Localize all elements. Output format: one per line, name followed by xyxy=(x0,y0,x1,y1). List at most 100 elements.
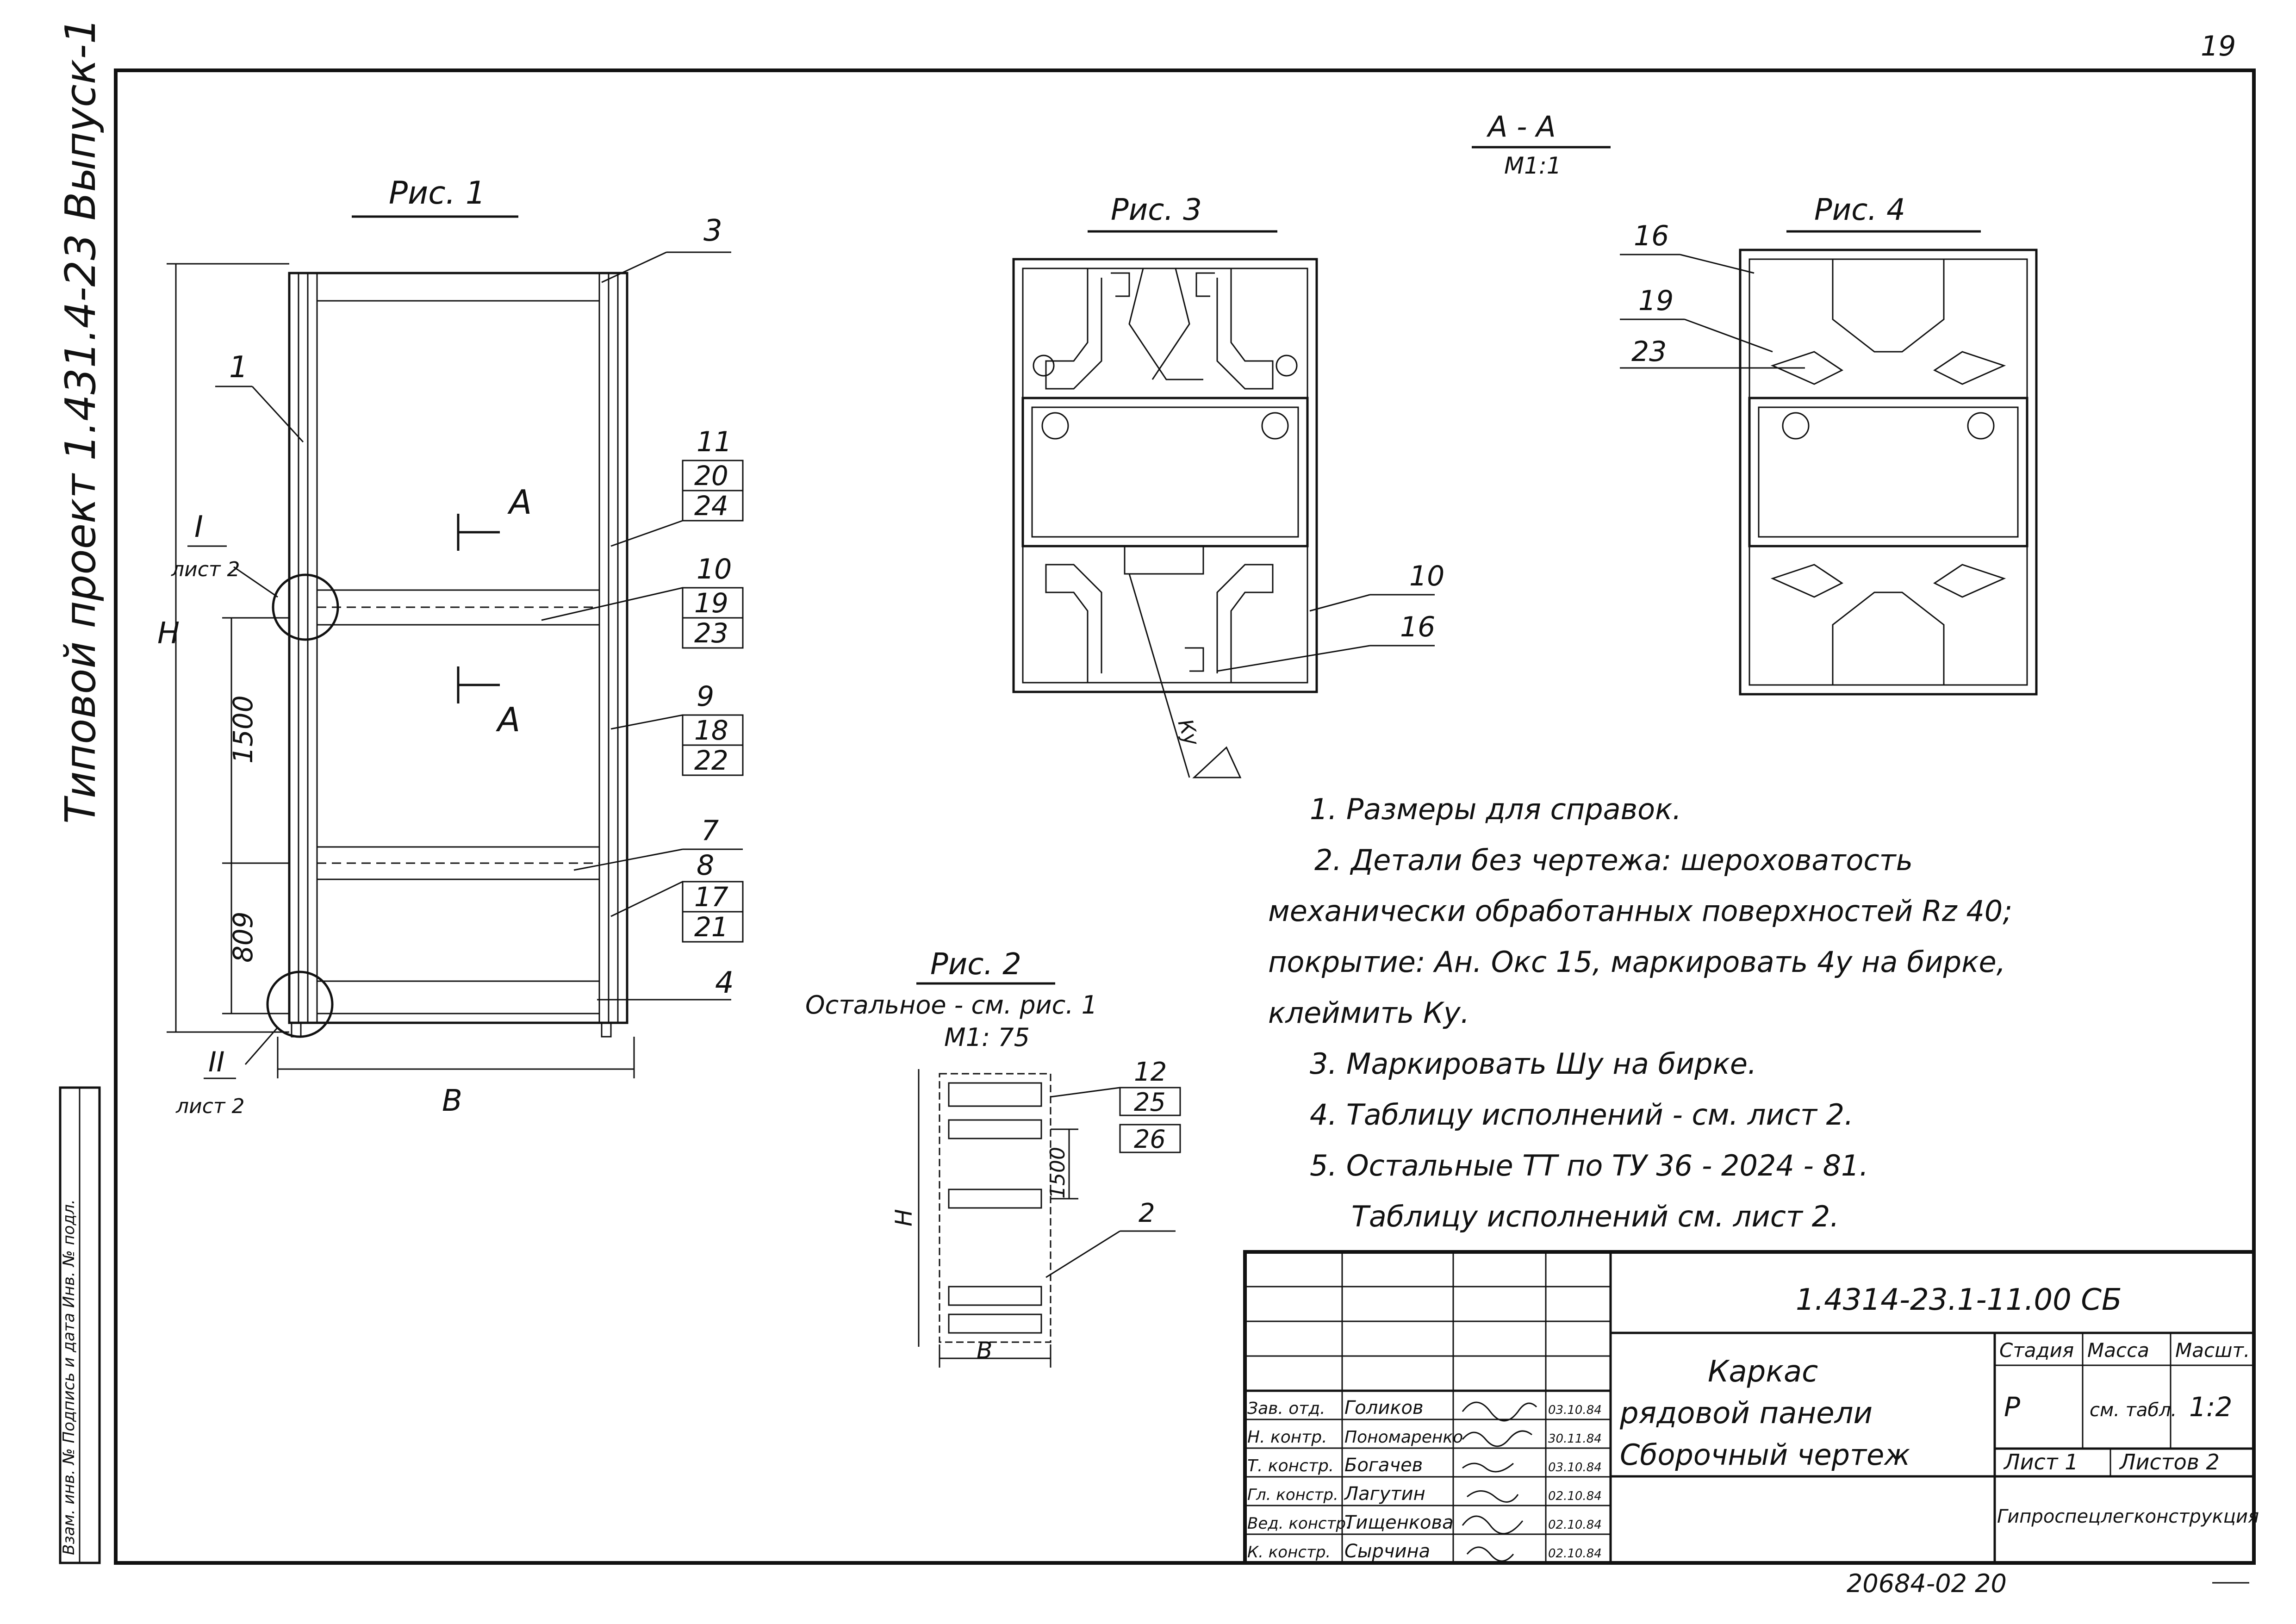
note-2-cont-1: механически обработанных поверхностей Rz… xyxy=(1268,894,2012,928)
note-2-cont-2: покрытие: Ан. Окс 15, маркировать 4у на … xyxy=(1268,945,2005,979)
fig2-callout-26: 26 xyxy=(1134,1125,1166,1154)
fig1-callout-group-9: 9 18 22 xyxy=(610,680,744,776)
sig-date: 03.10.84 xyxy=(1548,1461,1602,1475)
sig-date: 30.11.84 xyxy=(1548,1432,1602,1446)
note-5-cont: Таблицу исполнений см. лист 2. xyxy=(1351,1200,1839,1233)
signature-mark xyxy=(1467,1490,1519,1503)
fig1-dim-B: B xyxy=(442,1084,462,1118)
fig2-callout-25: 25 xyxy=(1134,1088,1166,1117)
sig-name: Богачев xyxy=(1344,1455,1423,1476)
callout-10: 10 xyxy=(697,553,732,585)
sig-date: 03.10.84 xyxy=(1548,1403,1602,1417)
fig2-scale: M1: 75 xyxy=(944,1023,1030,1052)
fig2-callout-2: 2 xyxy=(1139,1198,1155,1228)
callout-19: 19 xyxy=(694,587,728,619)
organization: Гипроспецлегконструкция xyxy=(1997,1506,2259,1527)
footer-code: 20684-02 20 xyxy=(1847,1569,2007,1598)
note-4: 4. Таблицу исполнений - см. лист 2. xyxy=(1310,1098,1854,1132)
callout-18: 18 xyxy=(694,715,728,746)
fig1-left-stile xyxy=(288,272,318,1024)
signature-row: К. констр. Сырчина 02.10.84 xyxy=(1247,1541,1602,1562)
sig-name: Пономаренко xyxy=(1344,1428,1463,1447)
fig1-view-I-sheet: лист 2 xyxy=(171,558,240,581)
callout-24: 24 xyxy=(694,490,728,522)
fig1-view-I-circle xyxy=(272,573,339,641)
sig-date: 02.10.84 xyxy=(1548,1518,1602,1532)
note-2-cont-3: клеймить Ку. xyxy=(1268,996,1469,1030)
fig1-callout-group-10: 10 19 23 xyxy=(541,553,744,649)
doc-code: 1.4314-23.1-11.00 СБ xyxy=(1796,1283,2122,1317)
fig4-callout-19: 19 xyxy=(1638,285,1674,317)
section-scale: M1:1 xyxy=(1504,152,1562,179)
callout-21: 21 xyxy=(694,911,728,943)
fig1-caption: Рис. 1 xyxy=(389,175,485,212)
fig2-caption: Рис. 2 xyxy=(930,947,1021,982)
section-label: A - A M1:1 xyxy=(1472,110,1611,179)
fig3-callout-16: 16 xyxy=(1400,611,1435,643)
sheet-number: Лист 1 xyxy=(2003,1450,2078,1475)
note-5: 5. Остальные ТТ по ТУ 36 - 2024 - 81. xyxy=(1310,1149,1868,1182)
callout-9: 9 xyxy=(697,680,714,713)
fig3-caption: Рис. 3 xyxy=(1111,193,1202,227)
title-line-3: Сборочный чертеж xyxy=(1620,1438,1910,1472)
sig-role: Зав. отд. xyxy=(1247,1399,1325,1418)
sig-name: Тищенкова xyxy=(1344,1512,1454,1533)
figure-1: Рис. 1 H 1500 xyxy=(157,175,744,1118)
title-line-2: рядовой панели xyxy=(1619,1396,1873,1431)
note-1: 1. Размеры для справок. xyxy=(1310,792,1681,826)
scale-header: Масшт. xyxy=(2175,1339,2250,1362)
side-stamp: Взам. инв. № Подпись и дата Инв. № подл. xyxy=(59,1086,101,1564)
sig-name: Лагутин xyxy=(1344,1483,1425,1505)
callout-17: 17 xyxy=(694,881,728,913)
fig1-dim-1500: 1500 xyxy=(227,695,259,764)
fig1-view-II-sheet: лист 2 xyxy=(175,1095,245,1118)
callout-22: 22 xyxy=(694,745,728,776)
title-line-1: Каркас xyxy=(1708,1355,1818,1389)
side-title: Типовой проект 1.431.4-23 Выпуск-1 xyxy=(56,18,105,824)
fig1-frame xyxy=(288,272,628,1024)
callout-7: 7 xyxy=(701,815,719,847)
signature-row: Зав. отд. Голиков 03.10.84 xyxy=(1247,1397,1602,1419)
fig2-callout-12: 12 xyxy=(1134,1057,1167,1087)
callout-23: 23 xyxy=(694,617,728,649)
fig4-caption: Рис. 4 xyxy=(1814,193,1905,227)
fig1-top-rail xyxy=(316,272,600,302)
figure-3: Рис. 3 Ку 10 16 xyxy=(1012,193,1444,778)
sig-role: Т. констр. xyxy=(1247,1456,1334,1475)
fig2-subcaption: Остальное - см. рис. 1 xyxy=(805,990,1097,1020)
fig1-callout-4: 4 xyxy=(715,966,734,1000)
sig-role: Гл. констр. xyxy=(1247,1486,1338,1504)
sig-date: 02.10.84 xyxy=(1548,1547,1602,1561)
fig1-callout-1: 1 xyxy=(229,350,248,385)
fig4-callout-16: 16 xyxy=(1634,220,1669,252)
signature-mark xyxy=(1462,1401,1537,1422)
sheet-count: Листов 2 xyxy=(2119,1450,2220,1475)
stage-value: Р xyxy=(2004,1391,2020,1423)
fig1-callout-group-7: 7 xyxy=(573,815,743,871)
note-3: 3. Маркировать Шу на бирке. xyxy=(1310,1047,1757,1081)
sig-role: Н. контр. xyxy=(1247,1428,1327,1447)
fig1-cut-label-bottom: A xyxy=(496,700,520,739)
signature-mark xyxy=(1466,1546,1514,1562)
fig1-view-II: II xyxy=(208,1046,224,1078)
stage-header: Стадия xyxy=(1999,1339,2074,1362)
fig1-right-stile xyxy=(598,272,628,1024)
mass-value: см. табл. xyxy=(2090,1400,2177,1421)
fig1-dim-H: H xyxy=(157,616,180,651)
fig2-dim-H: H xyxy=(890,1209,917,1226)
sig-name: Голиков xyxy=(1344,1397,1424,1419)
fig2-dim-B: B xyxy=(977,1337,992,1364)
fig1-bottom-rail xyxy=(316,980,600,1014)
callout-8: 8 xyxy=(697,849,714,882)
signature-mark xyxy=(1462,1462,1514,1473)
fig2-frame xyxy=(939,1073,1052,1343)
signature-row: Вед. констр. Тищенкова 02.10.84 xyxy=(1247,1512,1602,1533)
signature-row: Н. контр. Пономаренко 30.11.84 xyxy=(1247,1428,1602,1447)
fig2-dim-1500: 1500 xyxy=(1046,1147,1070,1199)
signature-row: Гл. констр. Лагутин 02.10.84 xyxy=(1247,1483,1602,1505)
fig1-cut-label-top: A xyxy=(507,483,532,522)
sig-role: Вед. констр. xyxy=(1247,1514,1351,1533)
page-number: 19 xyxy=(2201,30,2236,62)
figure-4: Рис. 4 16 19 23 xyxy=(1620,193,2038,696)
